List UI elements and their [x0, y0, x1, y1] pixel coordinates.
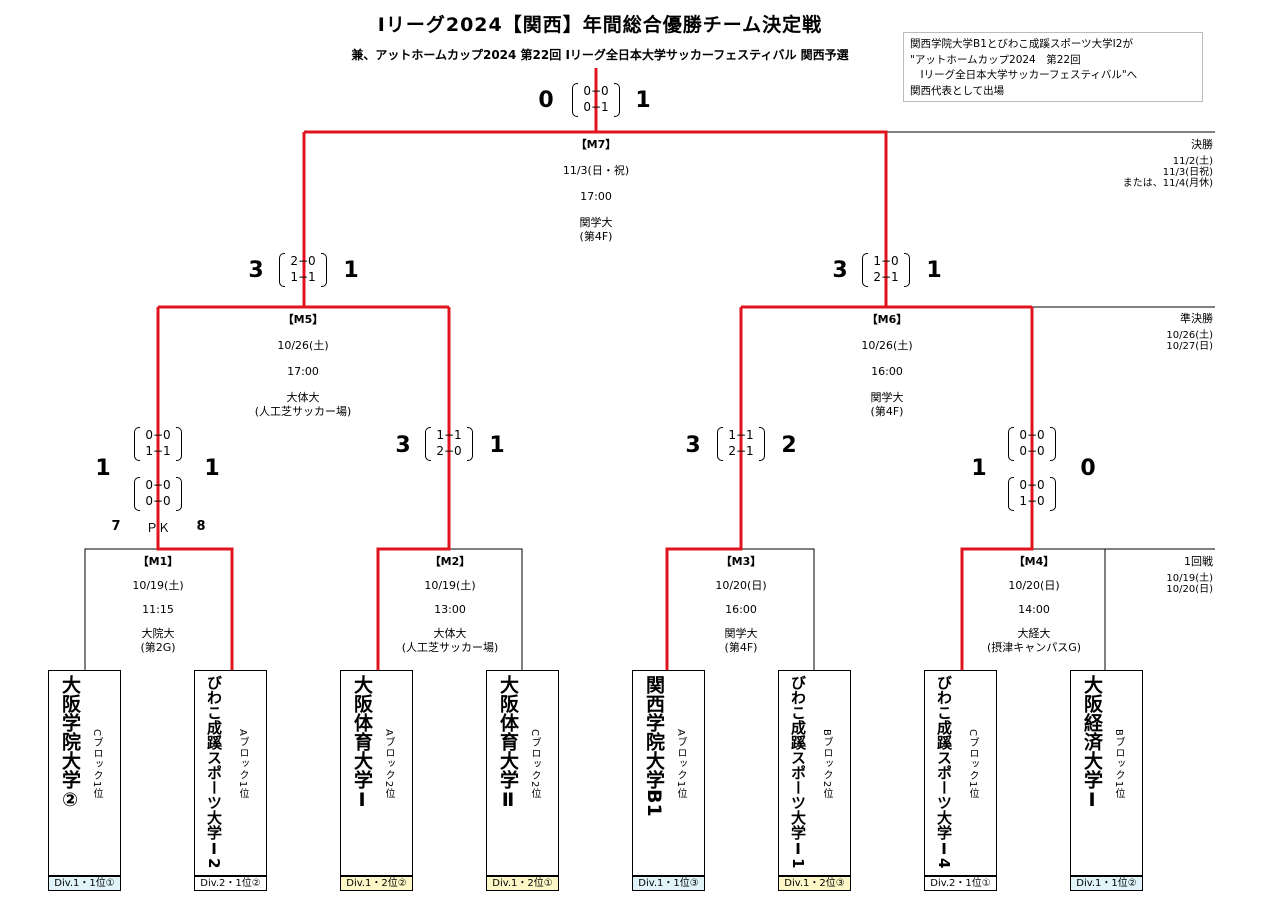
- m3-half-scores: 1−1 2−1: [717, 427, 765, 461]
- m1-pk-label: ＰＫ: [145, 521, 170, 535]
- page-subtitle: 兼、アットホームカップ2024 第22回 Iリーグ全日本大学サッカーフェスティバ…: [351, 48, 849, 62]
- m6-half-scores: 1−0 2−1: [862, 253, 910, 287]
- m4-info: 【M4】 10/20(日) 14:00 大経大 (摂津キャンパスG): [986, 555, 1082, 654]
- note-line: "アットホームカップ2024 第22回: [910, 53, 1081, 66]
- team-block: Bブロック2位: [821, 729, 832, 800]
- round-label-final: 決勝 11/2(土) 11/3(日祝) または、11/4(月休): [1122, 138, 1213, 189]
- team-name: びわこ成蹊スポーツ大学Ⅰ4: [935, 675, 953, 869]
- m4-extra-scores: 0−0 1−0: [1008, 477, 1056, 511]
- m5-info: 【M5】 10/26(土) 17:00 大体大 (人工芝サッカー場): [254, 313, 352, 418]
- team-card: 大阪体育大学Ⅰ Aブロック2位: [340, 670, 413, 876]
- m1-half-scores: 0−0 1−1: [134, 427, 182, 461]
- m3-score-right: 2: [781, 433, 797, 458]
- team-division-tag: Div.1・1位②: [1070, 876, 1143, 891]
- team-name: 大阪経済大学Ⅰ: [1081, 675, 1103, 811]
- round-label-semi: 準決勝 10/26(土) 10/27(日): [1166, 312, 1213, 352]
- team-block: Aブロック2位: [383, 729, 394, 800]
- team-name: びわこ成蹊スポーツ大学Ⅰ1: [789, 675, 807, 869]
- team-block: Aブロック1位: [675, 729, 686, 800]
- team-block: Cブロック2位: [529, 729, 540, 800]
- m1-score-left: 1: [95, 456, 111, 481]
- team-division-tag: Div.1・1位③: [632, 876, 705, 891]
- note-line: Iリーグ全日本大学サッカーフェスティバル"へ: [910, 69, 1138, 81]
- team-block: Bブロック1位: [1113, 729, 1124, 800]
- team-card: びわこ成蹊スポーツ大学Ⅰ1 Bブロック2位: [778, 670, 851, 876]
- team-division-tag: Div.2・1位①: [924, 876, 997, 891]
- m2-info: 【M2】 10/19(土) 13:00 大体大 (人工芝サッカー場): [401, 555, 499, 654]
- note-box: 関西学院大学B1とびわこ成蹊スポーツ大学I2が "アットホームカップ2024 第…: [903, 32, 1203, 102]
- team-card: 大阪経済大学Ⅰ Bブロック1位: [1070, 670, 1143, 876]
- team-name: 大阪体育大学Ⅰ: [351, 675, 373, 811]
- m4-score-right: 0: [1080, 456, 1096, 481]
- team-name: 大阪体育大学Ⅱ: [497, 675, 519, 811]
- team-name: 大阪学院大学②: [59, 675, 81, 811]
- team-division-tag: Div.1・2位②: [340, 876, 413, 891]
- m5-half-scores: 2−0 1−1: [279, 253, 327, 287]
- team-card: びわこ成蹊スポーツ大学Ⅰ2 Aブロック1位: [194, 670, 267, 876]
- m6-score-left: 3: [832, 258, 848, 283]
- team-division-tag: Div.1・1位①: [48, 876, 121, 891]
- m1-score-right: 1: [204, 456, 220, 481]
- m7-score-right: 1: [635, 88, 651, 113]
- team-card: びわこ成蹊スポーツ大学Ⅰ4 Cブロック1位: [924, 670, 997, 876]
- m2-half-scores: 1−1 2−0: [425, 427, 473, 461]
- m7-score-left: 0: [538, 88, 554, 113]
- m5-score-left: 3: [248, 258, 264, 283]
- m4-half-scores: 0−0 0−0: [1008, 427, 1056, 461]
- team-name: びわこ成蹊スポーツ大学Ⅰ2: [205, 675, 223, 869]
- team-block: Cブロック1位: [91, 729, 102, 800]
- m1-info: 【M1】 10/19(土) 11:15 大院大 (第2G): [132, 555, 184, 654]
- m2-score-left: 3: [395, 433, 411, 458]
- m2-score-right: 1: [489, 433, 505, 458]
- m5-score-right: 1: [343, 258, 359, 283]
- m7-half-scores: 0−0 0−1: [572, 83, 620, 117]
- note-line: 関西代表として出場: [910, 84, 1005, 97]
- team-block: Cブロック1位: [967, 729, 978, 800]
- page-title: Ⅰリーグ2024【関西】年間総合優勝チーム決定戦: [377, 14, 823, 36]
- note-line: 関西学院大学B1とびわこ成蹊スポーツ大学I2が: [910, 38, 1133, 50]
- round-label-first: 1回戦 10/19(土) 10/20(日): [1166, 555, 1213, 595]
- m6-score-right: 1: [926, 258, 942, 283]
- team-card: 大阪体育大学Ⅱ Cブロック2位: [486, 670, 559, 876]
- team-name: 関西学院大学B1: [643, 675, 665, 817]
- m1-pk-left: 7: [111, 519, 121, 534]
- m1-extra-scores: 0−0 0−0: [134, 477, 182, 511]
- team-division-tag: Div.1・2位①: [486, 876, 559, 891]
- m3-score-left: 3: [685, 433, 701, 458]
- team-block: Aブロック1位: [237, 729, 248, 800]
- m7-info: 【M7】 11/3(日・祝) 17:00 関学大 (第4F): [562, 138, 630, 243]
- m4-score-left: 1: [971, 456, 987, 481]
- team-division-tag: Div.1・2位③: [778, 876, 851, 891]
- team-division-tag: Div.2・1位②: [194, 876, 267, 891]
- team-card: 関西学院大学B1 Aブロック1位: [632, 670, 705, 876]
- m1-pk-right: 8: [196, 519, 206, 534]
- m6-info: 【M6】 10/26(土) 16:00 関学大 (第4F): [861, 313, 913, 418]
- team-card: 大阪学院大学② Cブロック1位: [48, 670, 121, 876]
- m3-info: 【M3】 10/20(日) 16:00 関学大 (第4F): [715, 555, 767, 654]
